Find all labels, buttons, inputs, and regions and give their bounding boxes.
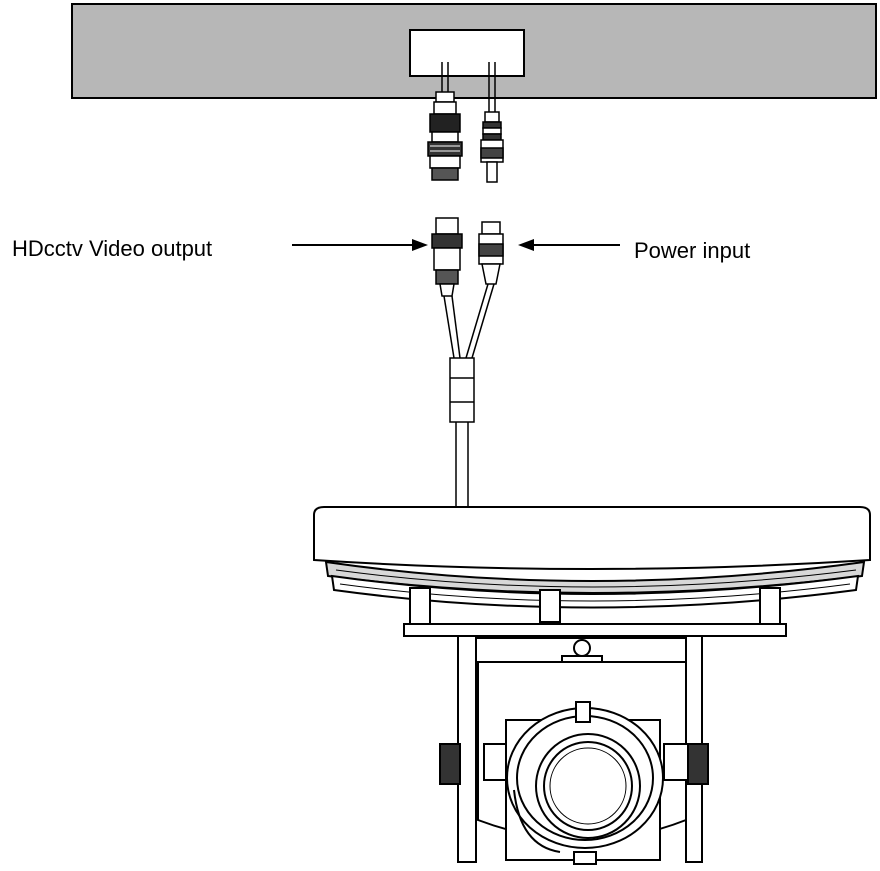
ceiling-panel — [71, 3, 877, 99]
dc-power-plug-icon — [478, 221, 504, 285]
arrow-power-input — [518, 239, 620, 251]
y-cable — [443, 283, 495, 508]
dome-camera-icon — [313, 506, 871, 865]
bnc-connector-icon — [431, 217, 463, 297]
ceiling-opening — [409, 29, 525, 77]
power-input-label: Power input — [634, 238, 751, 263]
video-output-label: HDcctv Video output — [12, 236, 213, 261]
dc-plug-upper — [480, 111, 504, 183]
arrow-video-output — [292, 239, 428, 251]
bnc-plug-upper — [427, 91, 463, 181]
